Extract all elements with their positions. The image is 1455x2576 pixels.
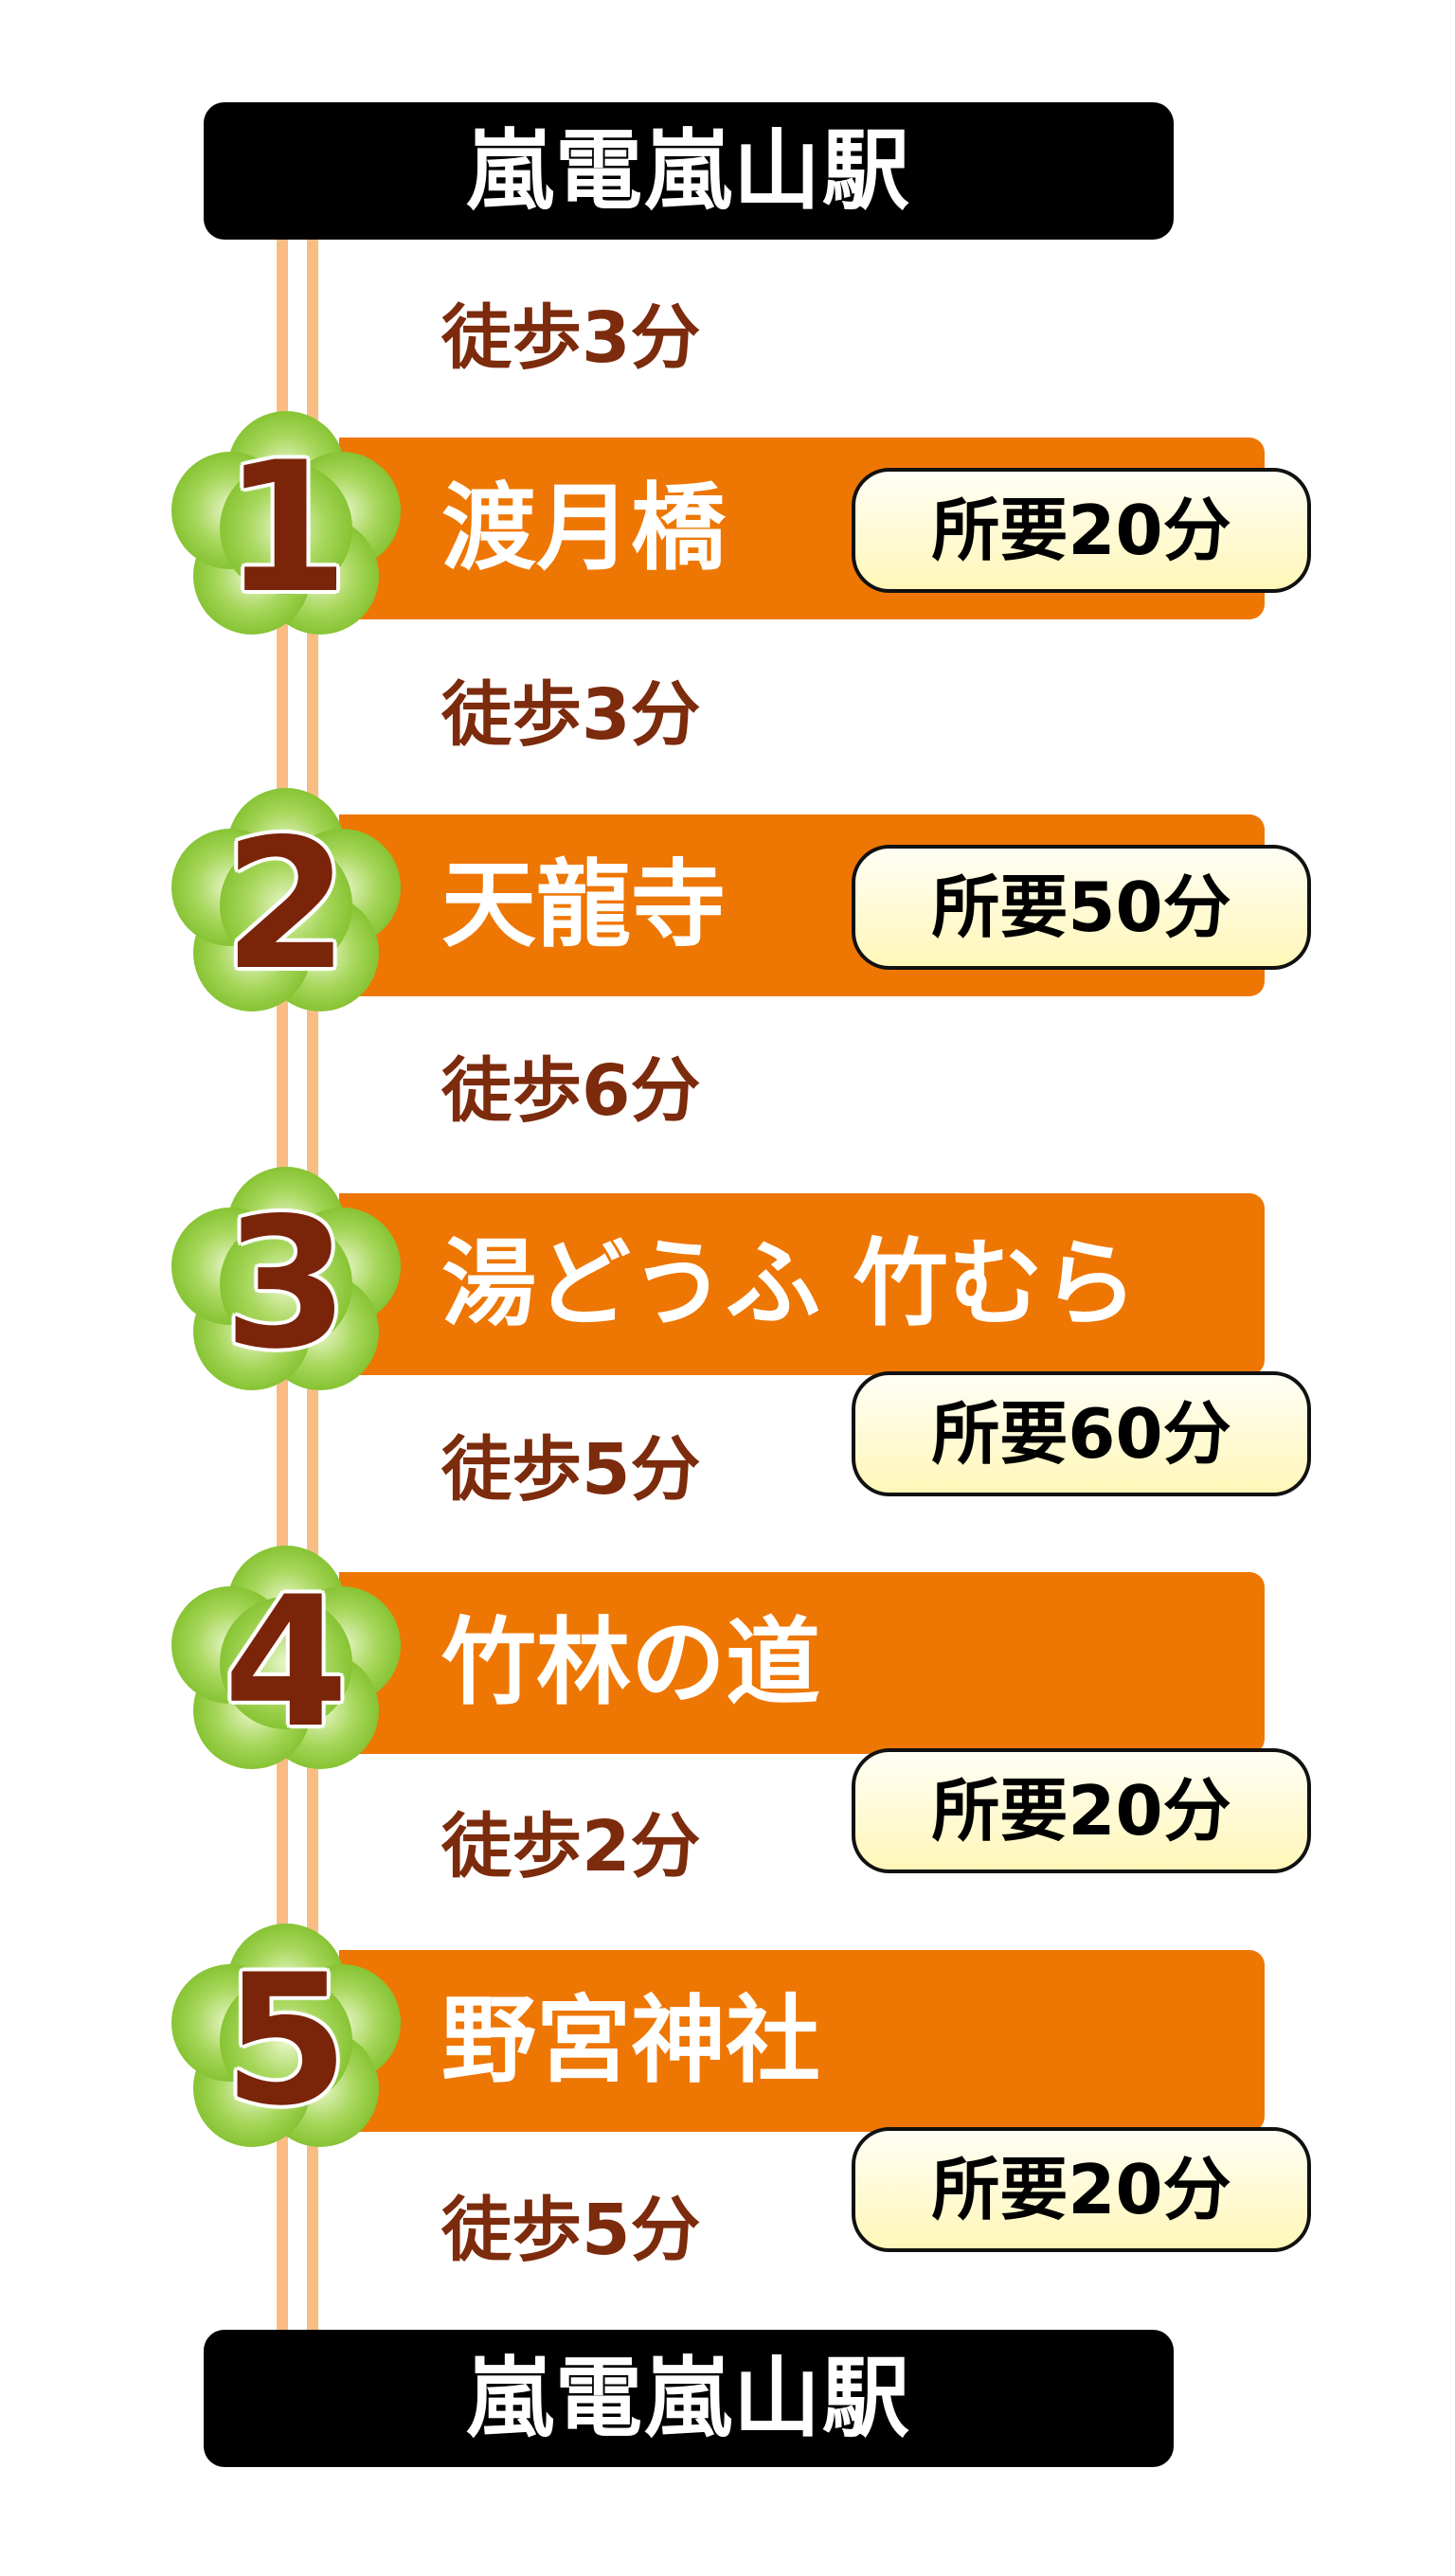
stop-name: 天龍寺 (441, 850, 726, 960)
plum-flower-icon (171, 788, 401, 1011)
plum-flower-icon (171, 1923, 401, 2147)
walk-time: 徒歩3分 (441, 674, 701, 756)
stop-bar-4 (339, 1572, 1265, 1754)
start-station: 嵐電嵐山駅 (204, 102, 1174, 240)
stop-name: 渡月橋 (441, 473, 726, 583)
walk-time: 徒歩5分 (441, 2190, 701, 2271)
stop-bar-3 (339, 1193, 1265, 1375)
stop-number-badge: 3 (163, 1161, 409, 1407)
walk-time: 徒歩6分 (441, 1050, 701, 1132)
stop-name: 竹林の道 (441, 1607, 820, 1718)
stop-name: 湯どうふ 竹むら (441, 1228, 1138, 1339)
stop-bar-5 (339, 1950, 1265, 2132)
stop-number-badge: 5 (163, 1918, 409, 2164)
duration-badge: 所要20分 (852, 468, 1311, 593)
stop-number-badge: 4 (163, 1540, 409, 1786)
end-station: 嵐電嵐山駅 (204, 2330, 1174, 2467)
plum-flower-icon (171, 1167, 401, 1390)
stop-number: 1 (223, 423, 350, 633)
stop-name: 野宮神社 (441, 1985, 820, 2096)
walk-time: 徒歩2分 (441, 1806, 701, 1887)
duration-badge: 所要20分 (852, 2127, 1311, 2252)
stop-number-badge: 1 (163, 405, 409, 652)
stop-number: 2 (223, 800, 350, 1010)
stop-number: 3 (223, 1179, 350, 1388)
walk-time: 徒歩5分 (441, 1429, 701, 1511)
plum-flower-icon (171, 1546, 401, 1769)
duration-badge: 所要50分 (852, 845, 1311, 970)
duration-badge: 所要20分 (852, 1748, 1311, 1873)
plum-flower-icon (171, 411, 401, 635)
walk-time: 徒歩3分 (441, 297, 701, 379)
stop-number: 5 (223, 1936, 350, 2145)
stop-number: 4 (223, 1558, 350, 1767)
stop-number-badge: 2 (163, 782, 409, 1029)
duration-badge: 所要60分 (852, 1371, 1311, 1496)
